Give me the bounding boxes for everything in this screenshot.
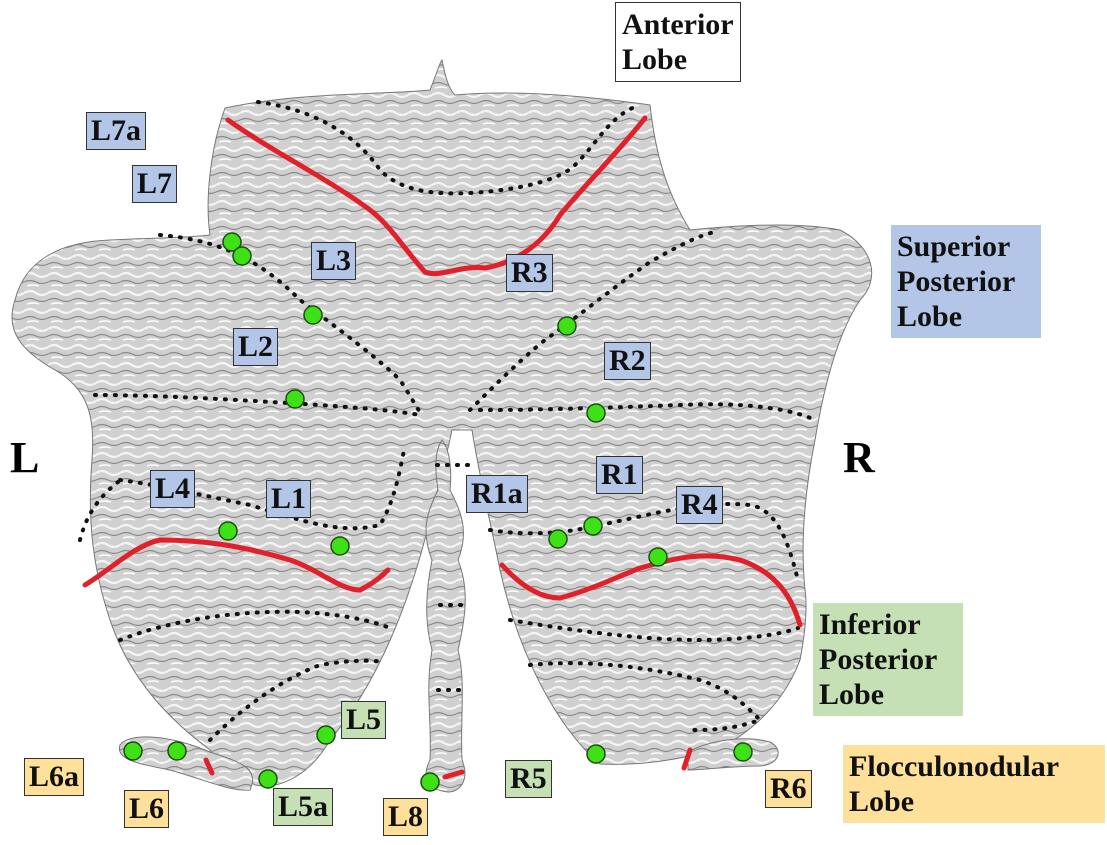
inferior-posterior-lobe-label: Inferior Posterior Lobe [813, 603, 963, 716]
superior-posterior-line-3: Lobe [897, 299, 1035, 334]
point-marker [168, 742, 186, 760]
point-marker [734, 743, 752, 761]
point-label-R2: R2 [604, 342, 651, 380]
point-label-L5a: L5a [273, 788, 333, 826]
point-label-L6: L6 [124, 790, 169, 828]
right-side-label: R [843, 432, 875, 483]
superior-posterior-line-1: Superior [897, 229, 1035, 264]
flocculonodular-line-1: Flocculonodular [849, 749, 1099, 784]
point-label-L7a: L7a [86, 112, 146, 150]
point-label-L2: L2 [233, 328, 278, 366]
point-marker [584, 517, 602, 535]
anterior-lobe-label: Anterior Lobe [615, 2, 741, 82]
point-marker [331, 537, 349, 555]
point-label-R6: R6 [765, 770, 812, 808]
point-marker [587, 404, 605, 422]
flocculonodular-lobe-label: Flocculonodular Lobe [843, 745, 1105, 823]
point-marker [124, 742, 142, 760]
anterior-lobe-line-2: Lobe [622, 42, 734, 77]
point-label-R3: R3 [506, 254, 553, 292]
point-marker [219, 522, 237, 540]
point-marker [558, 317, 576, 335]
flocculonodular-line-2: Lobe [849, 784, 1099, 819]
point-marker [549, 530, 567, 548]
point-marker [649, 548, 667, 566]
inferior-posterior-line-1: Inferior [819, 607, 957, 642]
point-label-L1: L1 [266, 480, 311, 518]
point-label-R4: R4 [676, 486, 723, 524]
point-marker [286, 390, 304, 408]
point-marker [304, 306, 322, 324]
superior-posterior-line-2: Posterior [897, 264, 1035, 299]
point-label-R5: R5 [505, 760, 552, 798]
point-label-L7: L7 [132, 165, 177, 203]
point-label-L6a: L6a [24, 758, 84, 796]
point-label-L3: L3 [311, 242, 356, 280]
point-label-R1a: R1a [466, 475, 528, 513]
superior-posterior-lobe-label: Superior Posterior Lobe [891, 225, 1041, 338]
point-marker [259, 770, 277, 788]
left-side-label: L [10, 432, 39, 483]
point-marker [421, 773, 439, 791]
inferior-posterior-line-2: Posterior [819, 642, 957, 677]
point-marker [317, 726, 335, 744]
inferior-posterior-line-3: Lobe [819, 677, 957, 712]
point-label-L4: L4 [150, 470, 195, 508]
point-label-L8: L8 [383, 798, 428, 836]
point-marker [587, 745, 605, 763]
point-label-R1: R1 [596, 456, 643, 494]
anterior-lobe-line-1: Anterior [622, 7, 734, 42]
point-label-L5: L5 [341, 701, 386, 739]
point-marker [233, 247, 251, 265]
